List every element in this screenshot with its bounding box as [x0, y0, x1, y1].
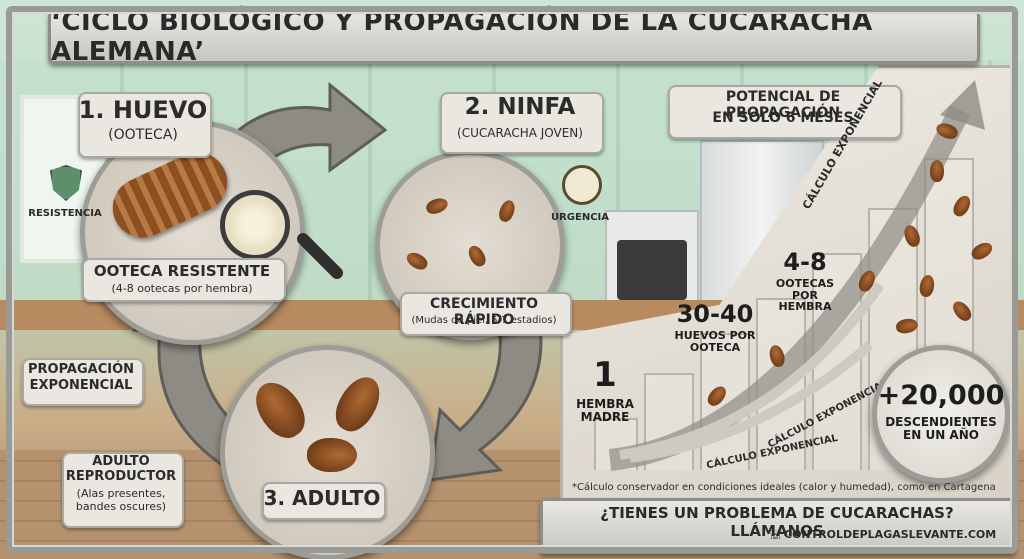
egg-heading-chip — [78, 92, 212, 158]
propagation-heading-chip — [668, 85, 902, 139]
step-1-value: 1 — [593, 355, 617, 395]
footnote: *Cálculo conservador en condiciones idea… — [572, 482, 996, 493]
page-title: ‘CICLO BIOLÓGICO Y PROPAGACIÓN DE LA CUC… — [51, 7, 873, 67]
step-3-label: OOTECAS POR HEMBRA — [775, 277, 835, 314]
egg-caption-chip — [82, 258, 286, 302]
phone-icon: ☏ — [768, 528, 784, 542]
exponential-chip — [22, 358, 144, 406]
nymph-detail: (Mudas de piel, 5-7 estadios) — [411, 315, 557, 326]
nymph-caption-chip — [400, 292, 572, 336]
nymph-subheading: (CUCARACHA JOVEN) — [457, 126, 583, 140]
step-2-label: HUEVOS POR OOTECA — [674, 329, 756, 354]
propagation-heading-line2: EN SOLO 6 MESES — [712, 110, 854, 126]
urgency-label: URGENCIA — [550, 212, 610, 223]
title-bar: ‘CICLO BIOLÓGICO Y PROPAGACIÓN DE LA CUC… — [48, 7, 980, 67]
nymph-heading-chip — [440, 92, 604, 154]
cta-website[interactable]: CONTROLDEPLAGASLEVANTE.COM — [784, 528, 997, 541]
cta-text: ¿TIENES UN PROBLEMA DE CUCARACHAS? LLÁMA… — [600, 504, 954, 540]
total-badge — [872, 345, 1010, 483]
total-label: DESCENDIENTES EN UN AÑO — [885, 415, 997, 442]
exponential-label: PROPAGACIÓN EXPONENCIAL — [27, 362, 135, 393]
egg-caption: OOTECA RESISTENTE — [93, 262, 271, 280]
egg-heading: 1. HUEVO — [78, 96, 208, 124]
egg-detail: (4-8 ootecas por hembra) — [111, 282, 253, 295]
nymph-caption: CRECIMIENTO RÁPIDO — [430, 296, 538, 328]
step-3-value: 4-8 — [783, 248, 827, 276]
egg-subheading: (OOTECA) — [108, 127, 178, 143]
adult-reproducer-title: ADULTO REPRODUCTOR — [65, 454, 177, 484]
adult-reproducer-chip — [62, 452, 184, 528]
adult-heading: 3. ADULTO — [263, 486, 381, 510]
step-2-value: 30-40 — [676, 300, 754, 328]
total-value: +20,000 — [877, 380, 1005, 411]
magnifier-icon — [220, 190, 290, 260]
step-1-label: HEMBRA MADRE — [576, 397, 634, 424]
resistance-label: RESISTENCIA — [28, 208, 102, 219]
propagation-heading-line1: POTENCIAL DE PROPAGACIÓN — [725, 89, 841, 121]
nymph-heading: 2. NINFA — [464, 94, 576, 120]
adult-reproducer-detail: (Alas presentes, bandes oscures) — [75, 487, 167, 513]
stopwatch-icon — [562, 165, 602, 205]
adult-heading-chip — [262, 482, 386, 520]
